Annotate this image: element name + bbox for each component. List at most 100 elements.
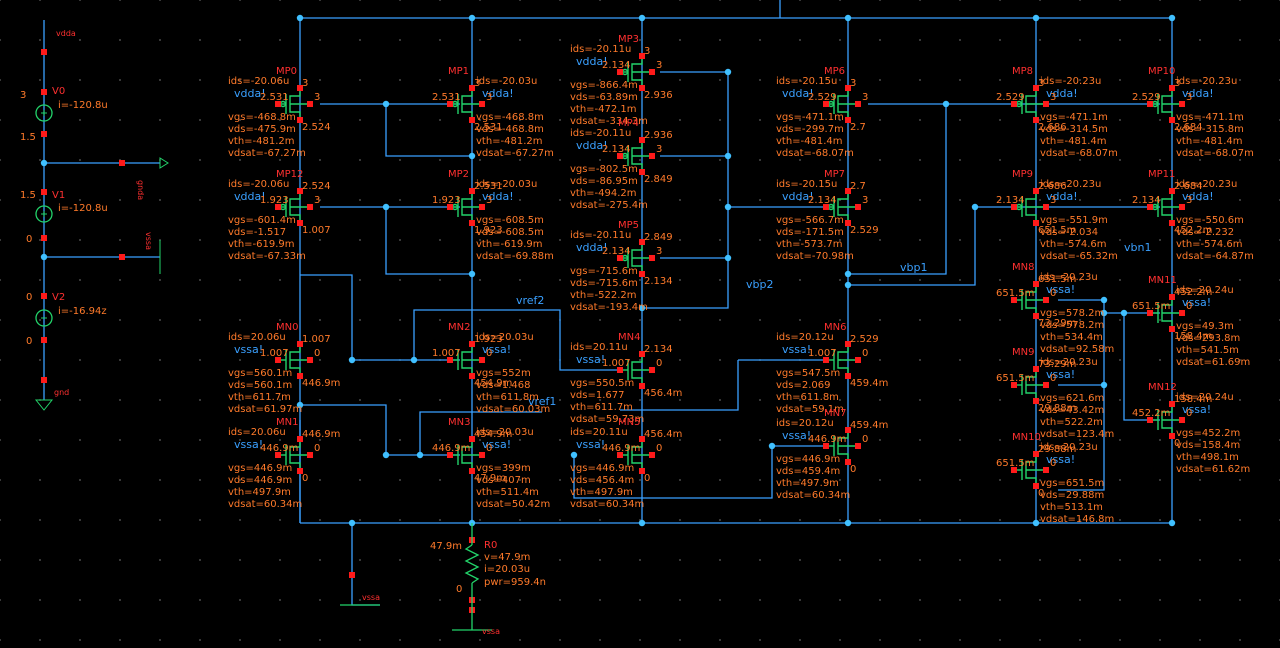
pin[interactable] — [297, 188, 303, 194]
pin[interactable] — [297, 85, 303, 91]
pin[interactable] — [447, 204, 453, 210]
pin[interactable] — [649, 69, 655, 75]
pin[interactable] — [1147, 101, 1153, 107]
pin[interactable] — [1043, 101, 1049, 107]
pin[interactable] — [297, 117, 303, 123]
pin[interactable] — [1011, 382, 1017, 388]
pin[interactable] — [639, 169, 645, 175]
pin[interactable] — [855, 101, 861, 107]
pin[interactable] — [617, 255, 623, 261]
pin[interactable] — [649, 452, 655, 458]
pin[interactable] — [1011, 467, 1017, 473]
pin[interactable] — [469, 188, 475, 194]
pin[interactable] — [845, 341, 851, 347]
pin[interactable] — [845, 220, 851, 226]
pin[interactable] — [41, 131, 47, 137]
pin[interactable] — [297, 373, 303, 379]
pin[interactable] — [1033, 398, 1039, 404]
pin[interactable] — [1169, 294, 1175, 300]
pin[interactable] — [1011, 204, 1017, 210]
pin[interactable] — [1043, 382, 1049, 388]
pin[interactable] — [639, 436, 645, 442]
pin[interactable] — [275, 204, 281, 210]
pin[interactable] — [1179, 417, 1185, 423]
pin[interactable] — [1043, 204, 1049, 210]
pin[interactable] — [307, 357, 313, 363]
pin[interactable] — [1043, 297, 1049, 303]
pin[interactable] — [307, 204, 313, 210]
pin[interactable] — [1011, 297, 1017, 303]
pin[interactable] — [1033, 220, 1039, 226]
pin[interactable] — [119, 160, 125, 166]
pin[interactable] — [41, 89, 47, 95]
resistor-r0[interactable]: R0 v=47.9m i=20.03u pwr=959.4n 47.9m 0 — [430, 523, 546, 630]
pin[interactable] — [447, 452, 453, 458]
pin[interactable] — [823, 443, 829, 449]
pin[interactable] — [845, 85, 851, 91]
pin[interactable] — [1011, 101, 1017, 107]
pin[interactable] — [275, 452, 281, 458]
pin[interactable] — [1169, 326, 1175, 332]
pin[interactable] — [639, 468, 645, 474]
pin[interactable] — [469, 220, 475, 226]
pin[interactable] — [649, 255, 655, 261]
pin[interactable] — [1179, 204, 1185, 210]
pin[interactable] — [447, 357, 453, 363]
pin[interactable] — [617, 367, 623, 373]
pin[interactable] — [469, 436, 475, 442]
transistor-mn10[interactable] — [1016, 456, 1044, 484]
pin[interactable] — [845, 117, 851, 123]
pin[interactable] — [639, 137, 645, 143]
pin[interactable] — [469, 373, 475, 379]
pin[interactable] — [297, 468, 303, 474]
pin[interactable] — [617, 452, 623, 458]
pin[interactable] — [307, 452, 313, 458]
pin[interactable] — [1033, 281, 1039, 287]
pin[interactable] — [479, 357, 485, 363]
pin[interactable] — [845, 459, 851, 465]
pin[interactable] — [639, 85, 645, 91]
pin[interactable] — [1033, 366, 1039, 372]
pin[interactable] — [307, 101, 313, 107]
pin[interactable] — [1147, 204, 1153, 210]
pin[interactable] — [617, 153, 623, 159]
pin[interactable] — [617, 69, 623, 75]
transistor-mn12[interactable] — [1152, 406, 1180, 434]
pin[interactable] — [479, 452, 485, 458]
pin[interactable] — [1169, 433, 1175, 439]
pin[interactable] — [479, 101, 485, 107]
pin[interactable] — [823, 101, 829, 107]
pin[interactable] — [349, 572, 355, 578]
transistor-mp0[interactable] — [279, 90, 308, 118]
pin[interactable] — [41, 189, 47, 195]
transistor-mn0[interactable] — [280, 346, 308, 374]
pin[interactable] — [41, 337, 47, 343]
pin[interactable] — [855, 204, 861, 210]
transistor-mn6[interactable] — [828, 346, 856, 374]
pin[interactable] — [1033, 313, 1039, 319]
net-vref1[interactable]: vref1 — [528, 395, 556, 408]
pin[interactable] — [469, 85, 475, 91]
pin[interactable] — [469, 468, 475, 474]
pin[interactable] — [855, 357, 861, 363]
pin[interactable] — [1169, 401, 1175, 407]
pin[interactable] — [639, 351, 645, 357]
pin[interactable] — [41, 377, 47, 383]
pin[interactable] — [823, 204, 829, 210]
pin[interactable] — [1033, 451, 1039, 457]
pin[interactable] — [1169, 220, 1175, 226]
transistor-mn1[interactable] — [280, 441, 308, 469]
pin[interactable] — [1043, 467, 1049, 473]
pin[interactable] — [639, 271, 645, 277]
pin[interactable] — [297, 436, 303, 442]
pin[interactable] — [41, 293, 47, 299]
pin[interactable] — [479, 204, 485, 210]
pin[interactable] — [1169, 85, 1175, 91]
pin[interactable] — [275, 101, 281, 107]
pin[interactable] — [845, 188, 851, 194]
pin[interactable] — [639, 53, 645, 59]
pin[interactable] — [1147, 417, 1153, 423]
pin[interactable] — [119, 254, 125, 260]
